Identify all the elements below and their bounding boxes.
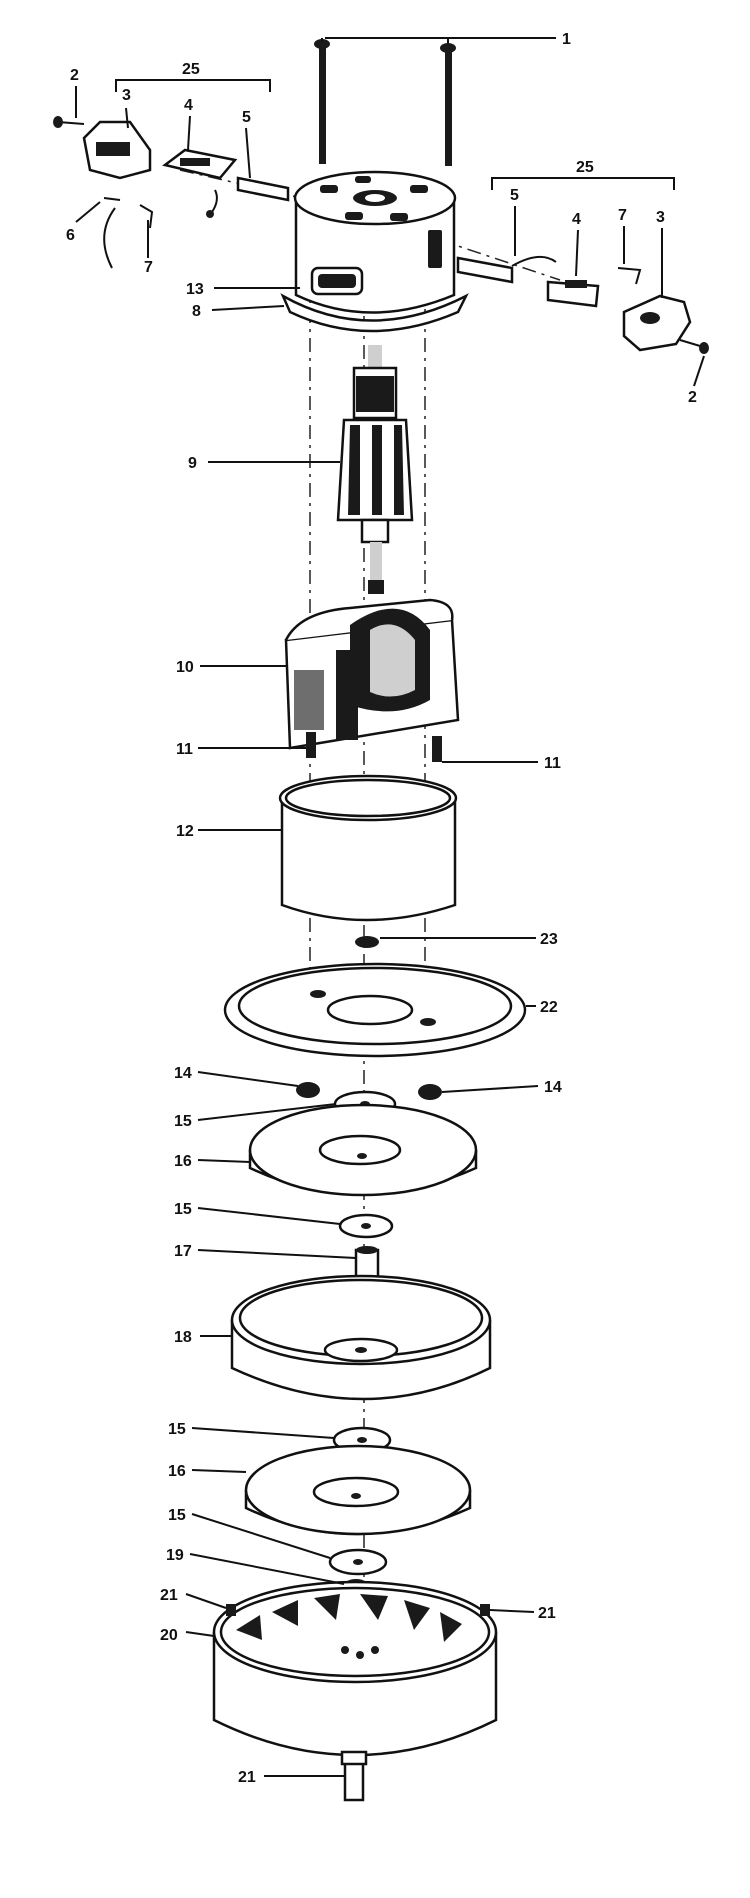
retaining-clips bbox=[226, 1604, 490, 1802]
label-part-14-left: 14 bbox=[174, 1065, 192, 1082]
label-part-6: 6 bbox=[66, 227, 75, 244]
label-part-18: 18 bbox=[174, 1329, 192, 1346]
label-part-25-left: 25 bbox=[182, 61, 200, 78]
label-part-4-left: 4 bbox=[184, 97, 193, 114]
end-housing bbox=[280, 170, 469, 333]
label-part-3-right: 3 bbox=[656, 209, 665, 226]
field-screws bbox=[306, 732, 442, 762]
label-part-5-right: 5 bbox=[510, 187, 519, 204]
field-assembly bbox=[284, 598, 460, 750]
label-part-15-d: 15 bbox=[168, 1507, 186, 1524]
through-bolt-left bbox=[314, 39, 330, 164]
label-part-21-right: 21 bbox=[538, 1605, 556, 1622]
fan-housing-pan bbox=[230, 1274, 492, 1401]
label-part-7-right: 7 bbox=[618, 207, 627, 224]
part-number-labels: 1 2 25 3 4 5 6 7 25 5 4 7 3 2 13 8 9 10 … bbox=[66, 31, 697, 1786]
label-part-4-right: 4 bbox=[572, 211, 581, 228]
label-part-21-left: 21 bbox=[160, 1587, 178, 1604]
label-part-15-c: 15 bbox=[168, 1421, 186, 1438]
label-part-23: 23 bbox=[540, 931, 558, 948]
label-part-21-bottom: 21 bbox=[238, 1769, 256, 1786]
fan-upper bbox=[248, 1103, 478, 1197]
label-part-19: 19 bbox=[166, 1547, 184, 1564]
fan-lower bbox=[244, 1444, 472, 1536]
nuts bbox=[296, 1082, 442, 1100]
label-part-22: 22 bbox=[540, 999, 558, 1016]
label-part-9: 9 bbox=[188, 455, 197, 472]
label-part-15-b: 15 bbox=[174, 1201, 192, 1218]
label-part-16-b: 16 bbox=[168, 1463, 186, 1480]
label-part-14-right: 14 bbox=[544, 1079, 562, 1096]
label-part-17: 17 bbox=[174, 1243, 192, 1260]
label-part-11-right: 11 bbox=[544, 755, 561, 772]
label-part-15-a: 15 bbox=[174, 1113, 192, 1130]
label-part-1: 1 bbox=[562, 31, 571, 48]
bearing bbox=[355, 936, 379, 948]
label-part-5-left: 5 bbox=[242, 109, 251, 126]
label-part-16-a: 16 bbox=[174, 1153, 192, 1170]
baffle-plate bbox=[223, 962, 527, 1058]
label-part-2-right: 2 bbox=[688, 389, 697, 406]
label-part-8: 8 bbox=[192, 303, 201, 320]
label-part-11-left: 11 bbox=[176, 741, 193, 758]
label-part-12: 12 bbox=[176, 823, 194, 840]
bearing-shroud bbox=[278, 774, 458, 922]
leader-lines bbox=[75, 37, 705, 1777]
label-part-20: 20 bbox=[160, 1627, 178, 1644]
label-part-10: 10 bbox=[176, 659, 194, 676]
label-part-2-left: 2 bbox=[70, 67, 79, 84]
left-brush-assembly bbox=[53, 116, 290, 269]
label-part-25-right: 25 bbox=[576, 159, 594, 176]
through-bolt-right bbox=[440, 43, 456, 166]
right-brush-assembly bbox=[456, 255, 709, 354]
fan-shroud bbox=[212, 1580, 498, 1757]
armature bbox=[336, 345, 414, 594]
label-part-13: 13 bbox=[186, 281, 204, 298]
label-part-3-left: 3 bbox=[122, 87, 131, 104]
label-part-7-left: 7 bbox=[144, 259, 153, 276]
